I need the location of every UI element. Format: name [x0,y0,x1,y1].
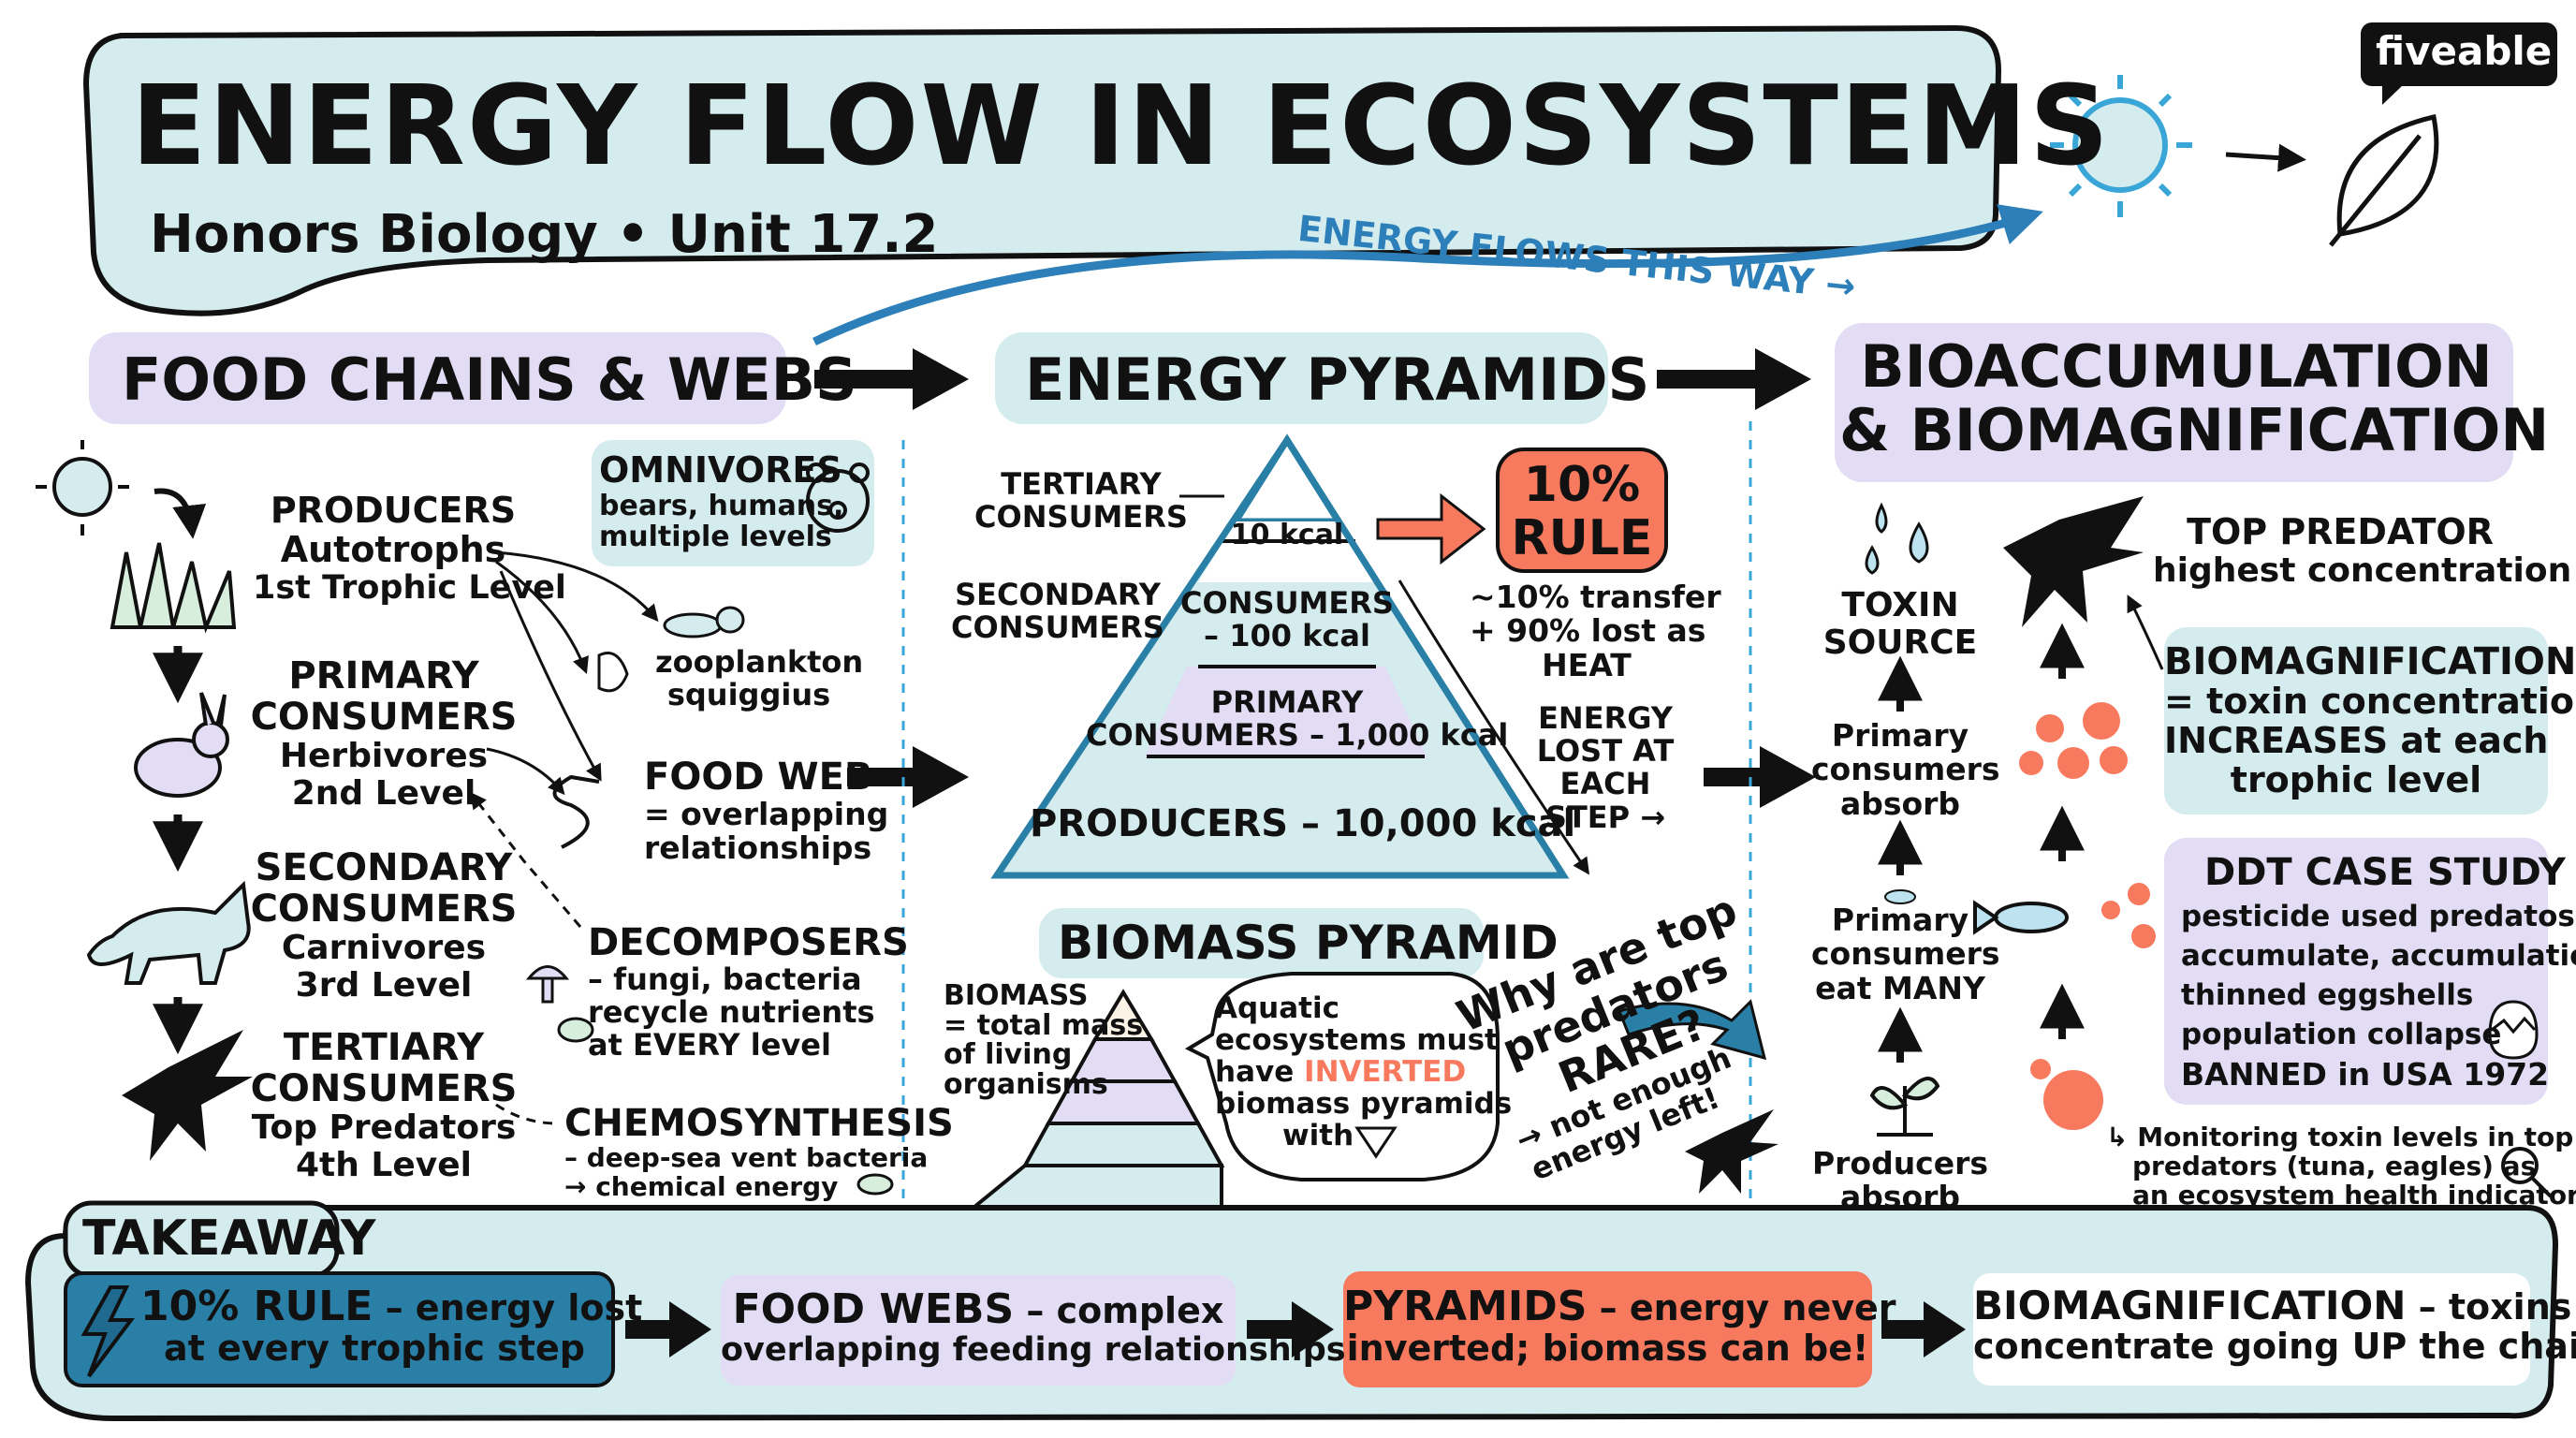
biomagnification-box [2164,627,2548,814]
rabbit-icon [134,692,229,798]
decomposers-label: DECOMPOSERS – fungi, bacteria recycle nu… [588,921,909,1064]
ddt-case-study: DDT CASE STUDY pesticide used predatos,a… [2181,851,2576,1093]
grass-icon [110,542,237,634]
title-banner [82,24,2002,316]
sun-to-leaf-arrow [2225,143,2306,172]
fish-icon [1973,900,2069,935]
mushroom-icon [525,965,570,1004]
takeaway-card-2 [721,1275,1236,1386]
pyramid-level-producers: PRODUCERS – 10,000 kcal [1030,802,1576,845]
food-chain-sun-icon [52,457,112,517]
page-title: ENERGY FLOW IN ECOSYSTEMS [131,61,2111,190]
biomass-pyramid-title: BIOMASS PYRAMID [1058,916,1559,970]
pyramid-level-tertiary: 10 kcal [1230,519,1344,551]
fiveable-logo: fiveable [2376,28,2553,74]
pyramids-header-pill [995,332,1608,424]
takeaway-label: TAKEAWAY [82,1211,376,1267]
small-fish-icon [1884,889,1916,904]
food-chains-header-pill [89,332,786,424]
biomass-pyramid [968,989,1225,1210]
fiveable-logo-badge [2361,22,2557,105]
bear-icon [806,462,870,533]
bio-header-pill [1835,323,2513,482]
biomass-title-pill [1039,908,1484,978]
bio-up-arrows [1878,623,2085,1063]
question-arrow-icon [1617,999,1767,1061]
sun-icon [2050,75,2192,217]
broken-egg-icon [2488,1000,2539,1060]
energy-flow-arrow [812,204,2043,346]
inverted-highlight: INVERTED [1304,1055,1467,1090]
omnivores-label: OMNIVORES bears, humans, multiple levels [599,449,844,553]
bioaccumulation-heading: BIOACCUMULATION& BIOMAGNIFICATION [1839,332,2550,465]
page-subtitle: Honors Biology • Unit 17.2 [150,204,939,265]
omnivores-box [592,440,874,566]
takeaway-item-3: PYRAMIDS – energy never inverted; biomas… [1343,1283,1896,1370]
magnifier-icon [2501,1147,2553,1198]
food-chains-heading: FOOD CHAINS & WEBS [122,345,857,414]
toxin-dots [2019,702,2156,1130]
zooplankton-icon [597,652,629,693]
takeaway-card-1 [64,1271,615,1387]
takeaway-item-4: BIOMAGNIFICATION – toxins concentrate go… [1973,1283,2576,1368]
takeaway-card-4 [1973,1273,2530,1386]
sprout-icon [1869,1077,1940,1137]
takeaway-arrows [625,1301,1966,1357]
producers-label: PRODUCERS Autotrophs 1st Trophic Level [253,490,566,607]
speech-bubble [1184,972,1500,1181]
pyramid-level-secondary: CONSUMERS– 100 kcal [1180,585,1394,654]
bacteria-icon [557,1017,894,1196]
chemosynthesis-label: CHEMOSYNTHESIS – deep-sea vent bacteria … [564,1102,954,1202]
takeaway-card-3 [1343,1271,1872,1387]
small-eagle-icon [1685,1109,1778,1194]
food-web-label: FOOD WEB = overlapping relationships [644,756,889,867]
takeaway-item-1: 10% RULE – energy lost at every trophic … [140,1283,643,1370]
caterpillar-icon [663,606,745,638]
section-arrows [814,348,1816,808]
takeaway-item-2: FOOD WEBS – complex overlapping feeding … [721,1285,1346,1370]
top-eagle-icon [2003,496,2144,627]
fox-icon [86,880,251,985]
leaf-icon [2329,113,2439,247]
eagle-icon [122,1030,253,1161]
ddt-case-study-box [2164,838,2548,1105]
ten-percent-rule-badge [1496,448,1668,573]
water-drops-icon [1865,502,1929,575]
energy-pyramid [990,433,1570,879]
ten-percent-rule-text: 10%RULE [1511,457,1653,567]
lightning-icon [80,1285,135,1378]
pyramids-heading: ENERGY PYRAMIDS [1025,345,1650,414]
snake-icon [552,774,600,849]
